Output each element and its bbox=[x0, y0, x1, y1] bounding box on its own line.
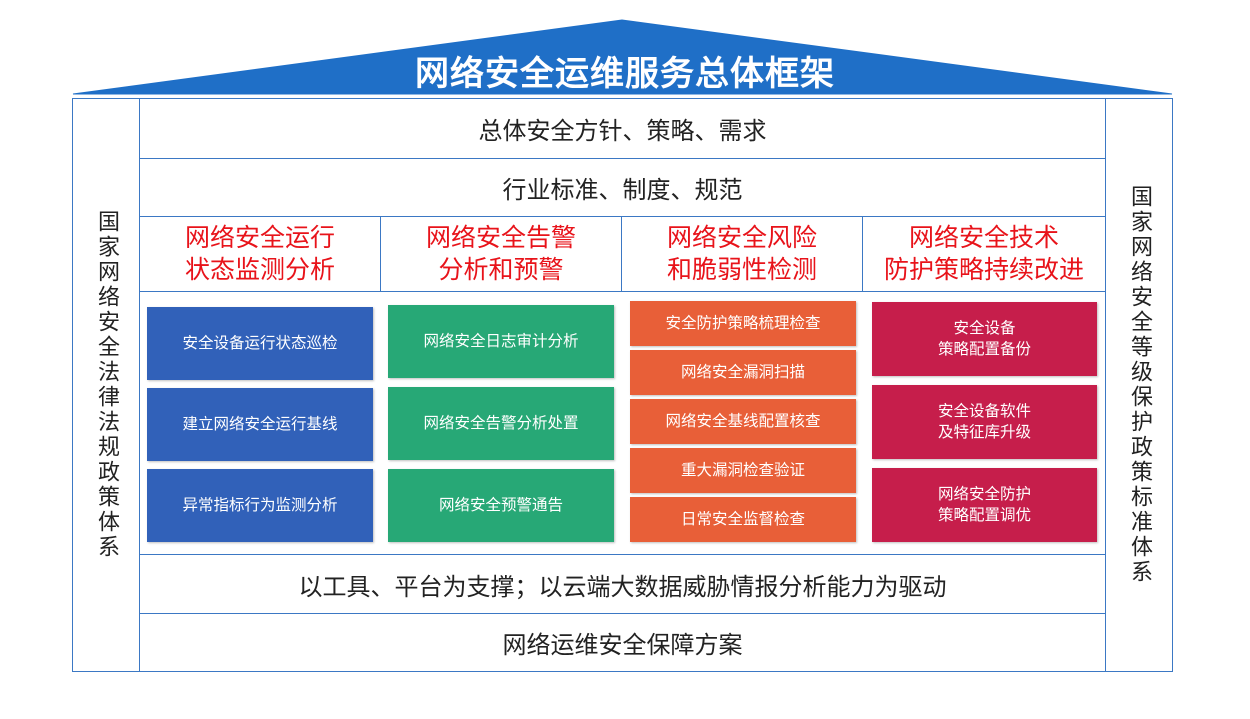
card-log-audit: 网络安全日志审计分析 bbox=[388, 305, 614, 378]
left-pillar-label: 国家网络安全法律法规政策体系 bbox=[94, 210, 119, 560]
card-device-inspection: 安全设备运行状态巡检 bbox=[147, 307, 373, 380]
column-heading-2: 网络安全告警 分析和预警 bbox=[380, 216, 622, 292]
right-pillar: 国家网络安全等级保护政策标准体系 bbox=[1105, 98, 1173, 672]
card-policy-tuning: 网络安全防护 策略配置调优 bbox=[872, 468, 1097, 542]
column-heading-4: 网络安全技术 防护策略持续改进 bbox=[862, 216, 1106, 292]
right-pillar-label: 国家网络安全等级保护政策标准体系 bbox=[1127, 185, 1152, 585]
cards-area bbox=[139, 291, 1106, 555]
column-heading-1-line1: 网络安全运行 bbox=[184, 223, 335, 252]
column-heading-4-line1: 网络安全技术 bbox=[908, 223, 1059, 252]
card-major-vuln-verify: 重大漏洞检查验证 bbox=[630, 448, 856, 493]
card-software-upgrade: 安全设备软件 及特征库升级 bbox=[872, 385, 1097, 459]
band-assurance-plan-label: 网络运维安全保障方案 bbox=[502, 631, 743, 659]
column-heading-3-line2: 和脆弱性检测 bbox=[666, 255, 817, 284]
band-tools-platform-label: 以工具、平台为支撑；以云端大数据威胁情报分析能力为驱动 bbox=[298, 572, 947, 601]
column-heading-3-line1: 网络安全风险 bbox=[666, 223, 817, 252]
card-vulnerability-scan: 网络安全漏洞扫描 bbox=[630, 350, 856, 395]
card-operation-baseline: 建立网络安全运行基线 bbox=[147, 388, 373, 461]
column-heading-2-line2: 分析和预警 bbox=[438, 255, 564, 284]
band-tools-platform: 以工具、平台为支撑；以云端大数据威胁情报分析能力为驱动 bbox=[139, 554, 1106, 614]
card-baseline-check: 网络安全基线配置核查 bbox=[630, 399, 856, 444]
band-security-policy-label: 总体安全方针、策略、需求 bbox=[478, 117, 767, 145]
card-anomaly-monitoring: 异常指标行为监测分析 bbox=[147, 469, 373, 542]
band-security-policy: 总体安全方针、策略、需求 bbox=[139, 98, 1106, 159]
column-heading-2-line1: 网络安全告警 bbox=[425, 223, 576, 252]
card-daily-supervision: 日常安全监督检查 bbox=[630, 497, 856, 542]
card-early-warning: 网络安全预警通告 bbox=[388, 469, 614, 542]
framework-title: 网络安全运维服务总体框架 bbox=[415, 54, 835, 94]
band-industry-standards: 行业标准、制度、规范 bbox=[139, 158, 1106, 217]
column-heading-3: 网络安全风险 和脆弱性检测 bbox=[621, 216, 863, 292]
left-pillar: 国家网络安全法律法规政策体系 bbox=[72, 98, 140, 672]
band-assurance-plan: 网络运维安全保障方案 bbox=[139, 613, 1106, 672]
card-policy-review: 安全防护策略梳理检查 bbox=[630, 301, 856, 346]
band-industry-standards-label: 行业标准、制度、规范 bbox=[502, 176, 743, 204]
column-heading-1: 网络安全运行 状态监测分析 bbox=[139, 216, 381, 292]
roof-triangle bbox=[72, 19, 1173, 95]
column-heading-1-line2: 状态监测分析 bbox=[184, 255, 335, 284]
column-heading-4-line2: 防护策略持续改进 bbox=[883, 255, 1084, 284]
card-alert-handling: 网络安全告警分析处置 bbox=[388, 387, 614, 460]
card-config-backup: 安全设备 策略配置备份 bbox=[872, 302, 1097, 376]
